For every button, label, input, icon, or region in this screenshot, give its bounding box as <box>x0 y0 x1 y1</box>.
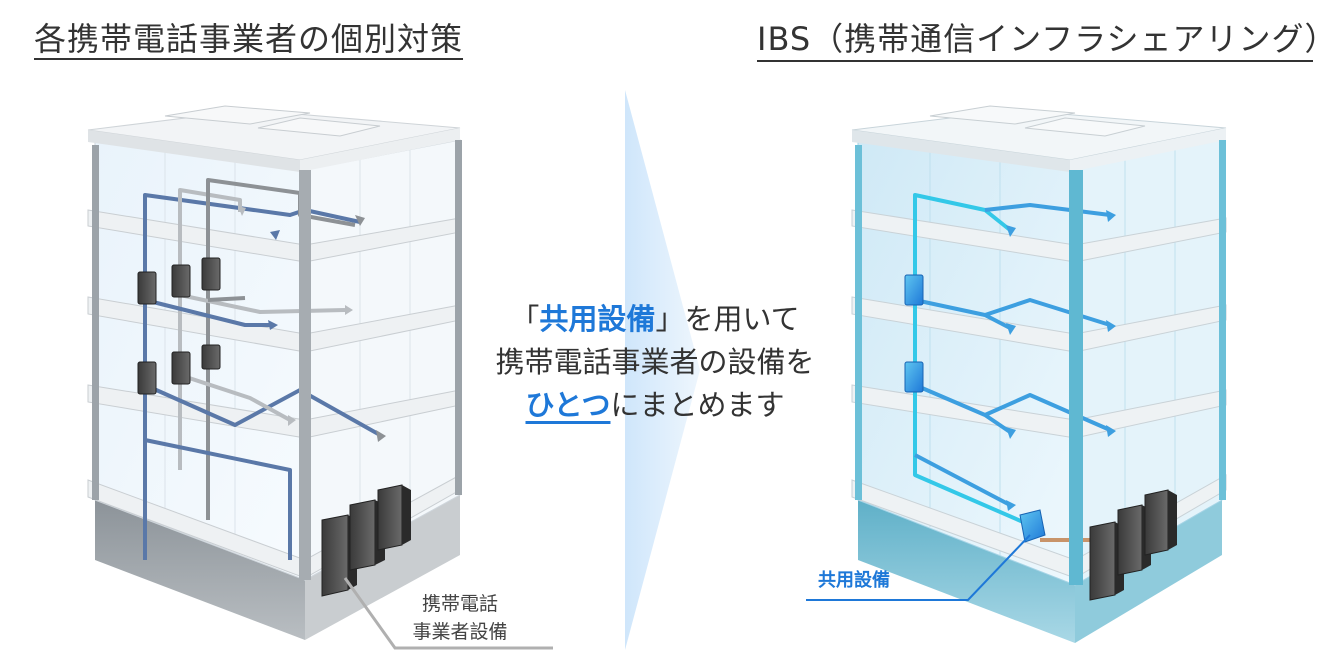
center-line-1: 「共用設備」を用いて <box>510 302 800 336</box>
transition-arrow <box>625 90 700 650</box>
right-heading: IBS（携帯通信インフラシェアリング） <box>757 20 1338 58</box>
right-building <box>806 105 1227 643</box>
left-equipment-label: 携帯電話 事業者設備 <box>412 593 508 643</box>
shared-equipment-label: 共用設備 <box>818 570 890 591</box>
shared-equipment-emphasis: 共用設備 <box>539 302 656 336</box>
right-heading-underline <box>757 60 1313 62</box>
left-building <box>87 105 553 650</box>
center-line-2: 携帯電話事業者の設備を <box>495 345 815 379</box>
center-line-3: ひとつにまとめます <box>525 388 785 422</box>
shared-equipment-box <box>1019 509 1046 543</box>
one-emphasis: ひとつ <box>525 388 611 422</box>
center-message: 「共用設備」を用いて 携帯電話事業者の設備を ひとつにまとめます <box>440 298 870 427</box>
left-heading: 各携帯電話事業者の個別対策 <box>34 20 464 58</box>
carrier-equipment-racks-right <box>1089 489 1177 601</box>
carrier-equipment-racks <box>321 484 411 597</box>
